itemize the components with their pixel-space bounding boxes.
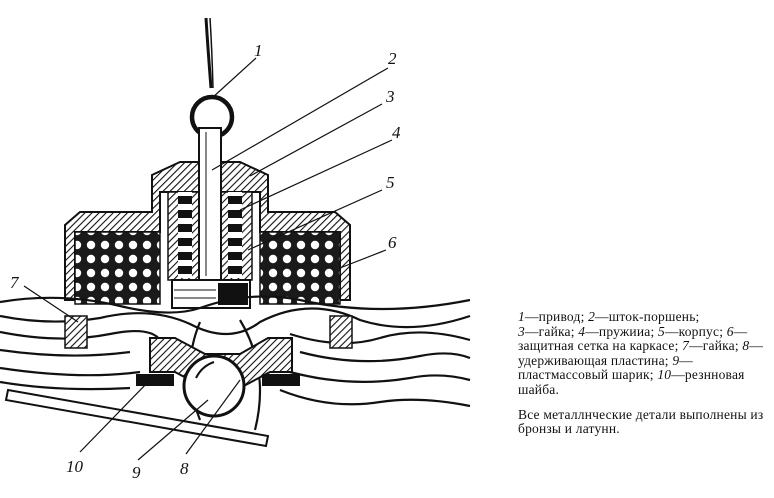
legend-item: 7—гайка; [682, 338, 743, 354]
material-note: Все металлнческие детали выполнены из бр… [518, 406, 764, 437]
legend-item: 3—гайка; [518, 323, 579, 339]
protective-mesh-right [259, 231, 341, 305]
protective-mesh-left [74, 231, 161, 305]
legend-item: 1—привод; [518, 309, 589, 324]
valve-cross-section-diagram: 1 2 3 4 5 6 7 8 9 10 [0, 17, 471, 482]
figure-caption: 1—привод; 2—шток-поршень; 3—гайка; 4—пру… [518, 309, 768, 437]
legend-item: 2—шток-поршень; [588, 309, 700, 324]
callout-1: 1 [254, 41, 263, 60]
callout-10: 10 [66, 457, 84, 476]
parts-legend: 1—привод; 2—шток-поршень; 3—гайка; 4—пру… [518, 309, 768, 398]
callout-3: 3 [385, 87, 395, 106]
callout-2: 2 [388, 49, 397, 68]
legend-item: 8—удерживающая пластина; [518, 338, 764, 368]
callout-4: 4 [392, 123, 401, 142]
callout-5: 5 [386, 173, 395, 192]
piston-rod [171, 127, 251, 309]
callout-7: 7 [10, 273, 20, 292]
legend-item: 5—корпус; [658, 323, 727, 339]
legend-item: 10—резнновая шайба. [518, 367, 745, 397]
callout-6: 6 [388, 233, 397, 252]
legend-item: 9—пластмассовый шарик; [518, 352, 693, 383]
nut [64, 315, 88, 349]
drive-rope [204, 17, 214, 89]
leader-lines [23, 57, 393, 461]
legend-item: 4—пружииа; [578, 323, 658, 339]
nut [329, 315, 353, 349]
legend-item: 6—защитная сетка на каркасе; [518, 323, 748, 354]
callout-9: 9 [132, 463, 141, 482]
callout-8: 8 [180, 459, 189, 478]
